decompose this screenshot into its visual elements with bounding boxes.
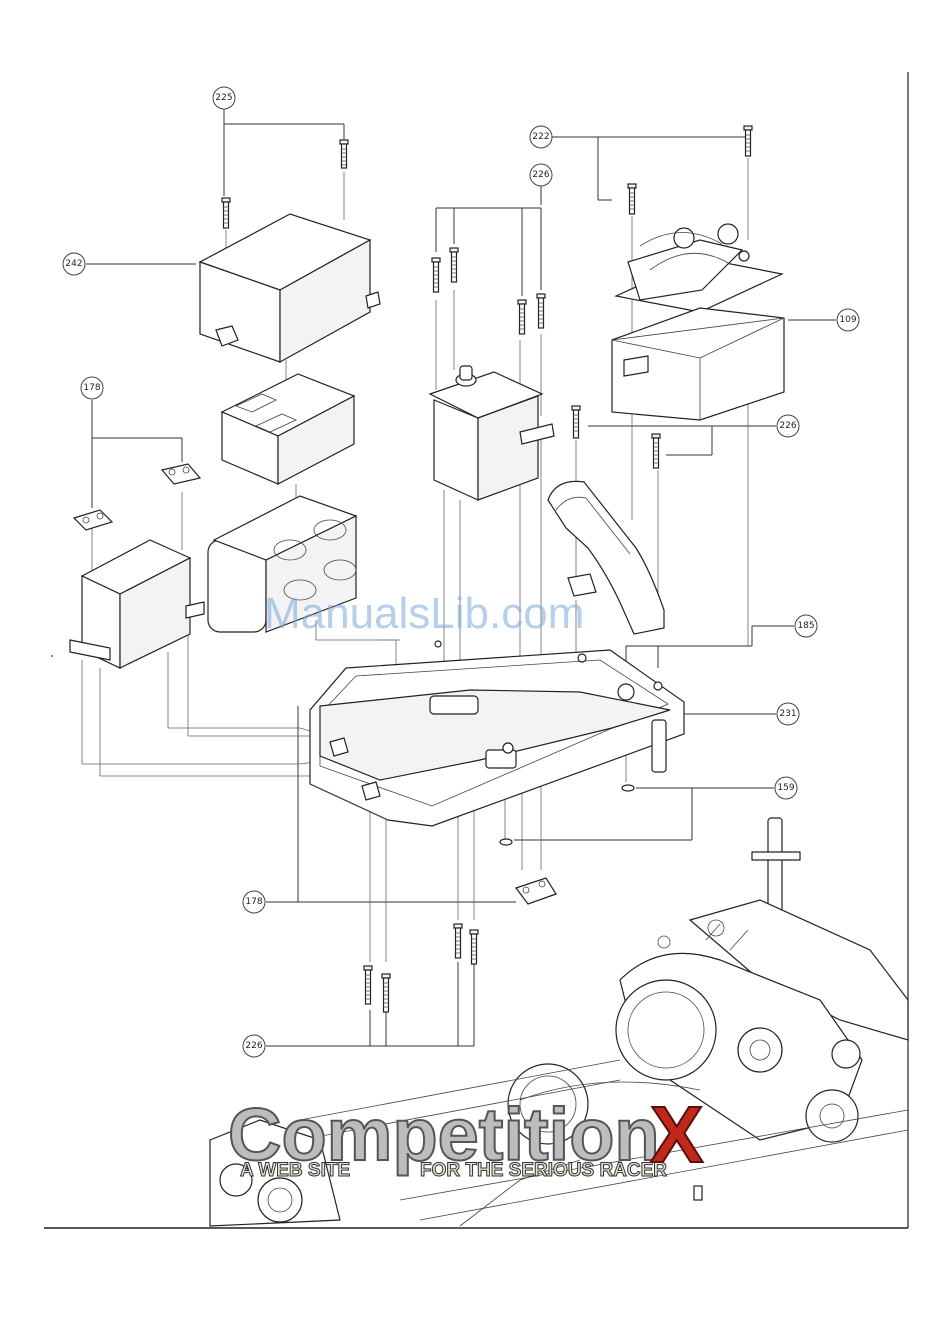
callout-185: 185 [795, 615, 817, 637]
mount-bracket-right [162, 464, 200, 484]
screw [340, 140, 348, 168]
svg-text:222: 222 [532, 132, 549, 142]
screw [537, 294, 545, 328]
radio-plate [310, 641, 684, 826]
svg-text:185: 185 [797, 621, 814, 631]
callout-226-top: 226 [530, 164, 552, 186]
callout-222: 222 [530, 126, 552, 148]
logo-tagline-right: FOR THE SERIOUS RACER [420, 1160, 667, 1181]
callout-226-right: 226 [777, 415, 799, 437]
screw [744, 126, 752, 156]
steering-servo [430, 366, 554, 500]
svg-text:159: 159 [777, 783, 794, 793]
logo-tagline-left: A WEB SITE [240, 1160, 350, 1181]
callout-178-left: 178 [81, 377, 103, 399]
svg-text:242: 242 [65, 259, 82, 269]
svg-text:178: 178 [245, 897, 262, 907]
mount-bracket-left [74, 510, 112, 530]
screw [382, 974, 390, 1012]
svg-text:178: 178 [83, 383, 100, 393]
svg-text:225: 225 [215, 93, 232, 103]
competitionx-logo: Competition X A WEB SITE FOR THE SERIOUS… [228, 1090, 703, 1181]
left-box [70, 540, 204, 668]
screw [572, 406, 580, 438]
foam-block [222, 374, 354, 484]
svg-text:231: 231 [779, 709, 796, 719]
svg-text:226: 226 [779, 421, 796, 431]
callout-226-bottom: 226 [243, 1035, 265, 1057]
receiver-box [200, 214, 380, 362]
callout-231: 231 [777, 703, 799, 725]
svg-text:226: 226 [532, 170, 549, 180]
screw [454, 924, 462, 958]
callout-178-bottom: 178 [243, 891, 265, 913]
screw [450, 248, 458, 282]
screw [652, 434, 660, 468]
svg-text:109: 109 [839, 315, 856, 325]
watermark-text: ManualsLib.com [264, 589, 584, 638]
screw [518, 300, 526, 334]
callout-159: 159 [775, 777, 797, 799]
screw [470, 930, 478, 964]
mount-bracket-bottom [516, 878, 556, 904]
callout-225: 225 [213, 87, 235, 109]
screw [432, 258, 440, 292]
stray-dot [51, 655, 53, 657]
screw [628, 184, 636, 214]
screw [222, 198, 230, 228]
svg-text:226: 226 [245, 1041, 262, 1051]
screw [364, 966, 372, 1004]
callout-109: 109 [837, 309, 859, 331]
callout-242: 242 [63, 253, 85, 275]
throttle-tank [612, 224, 784, 420]
